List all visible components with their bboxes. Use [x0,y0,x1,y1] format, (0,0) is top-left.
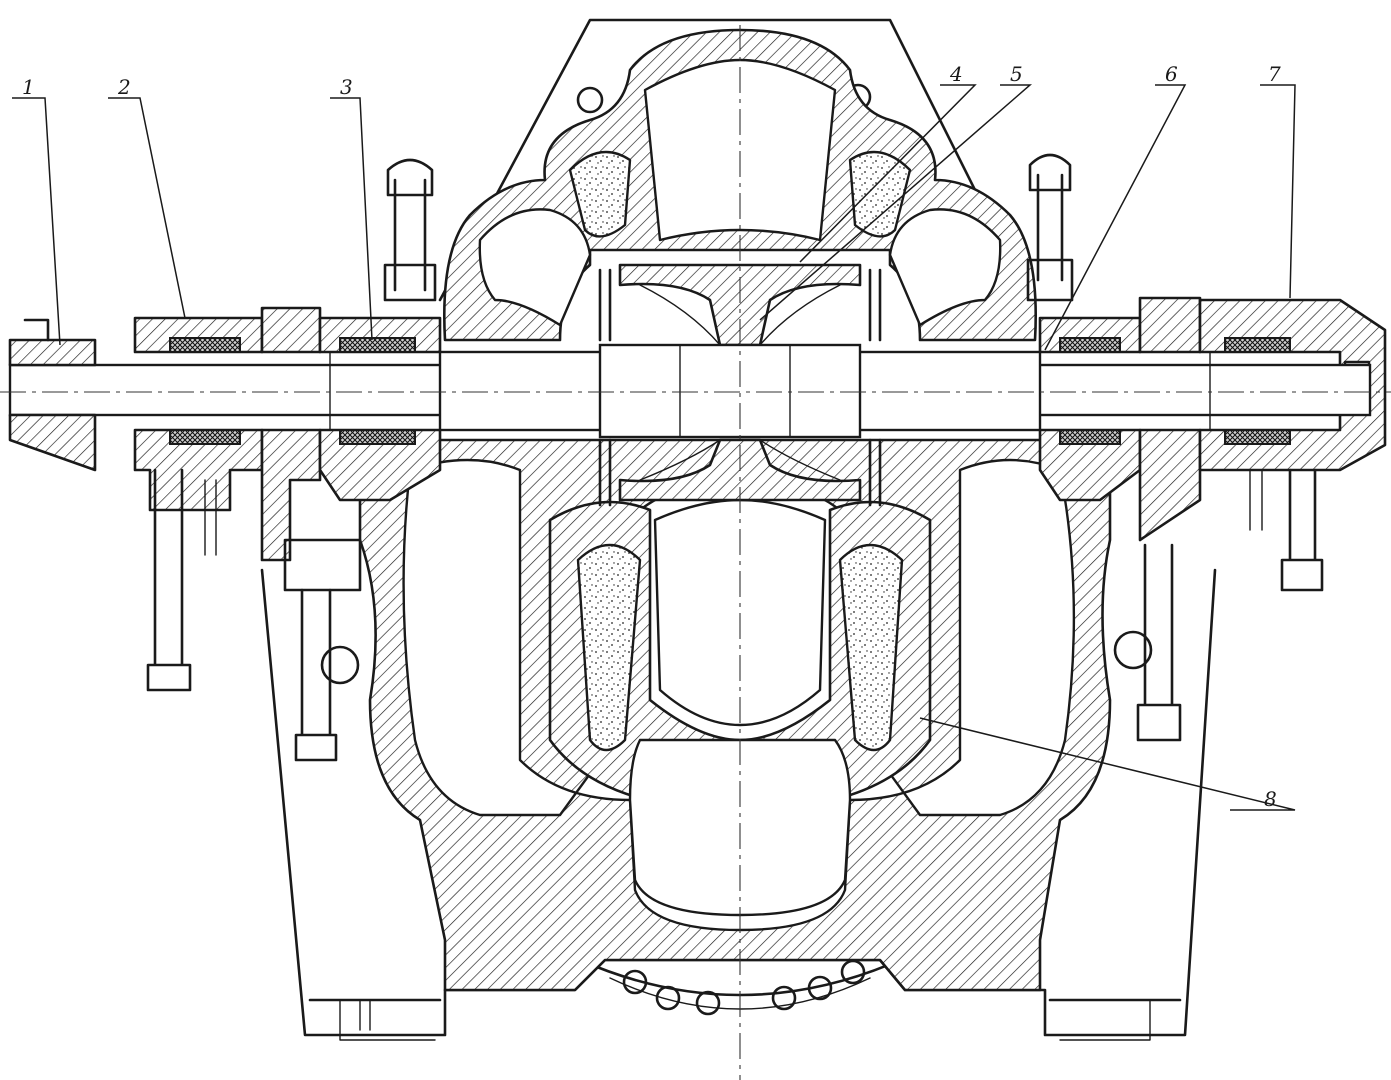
callout-7: 7 [1268,62,1281,86]
callout-8: 8 [1264,787,1277,811]
stud-bolts [146,153,1324,762]
right-bearing-housing [1038,296,1387,542]
callout-4: 4 [949,62,963,86]
leader-lines [12,84,1296,811]
callout-3: 3 [340,75,353,99]
callout-2: 2 [117,75,131,99]
lower-casing [320,438,1153,992]
callout-1: 1 [22,75,35,99]
shaft-assembly [8,318,1372,472]
callout-labels: 1 2 3 4 5 6 7 8 [22,62,1281,811]
left-bearing-housing [133,306,442,592]
centerlines [0,25,1391,1080]
callout-5: 5 [1010,62,1023,86]
callout-6: 6 [1165,62,1178,86]
